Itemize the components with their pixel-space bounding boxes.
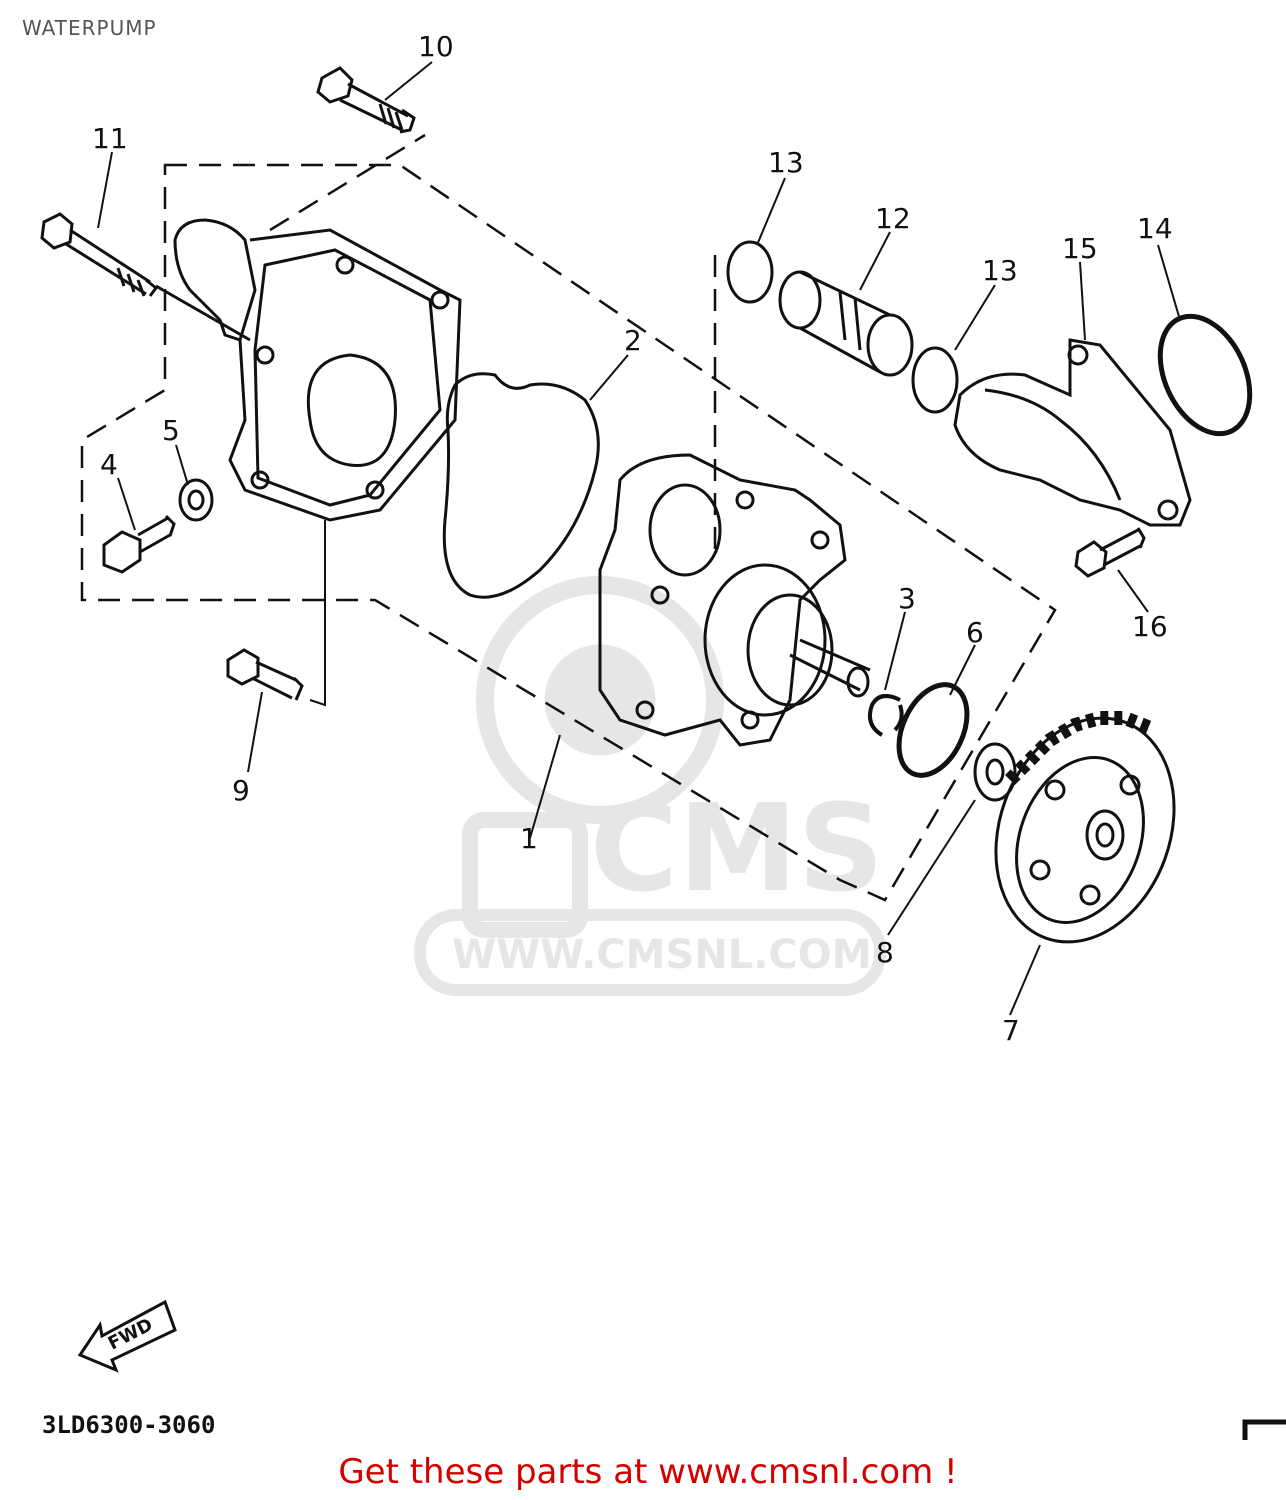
pump-cover	[173, 218, 462, 522]
o-ring-13b	[911, 346, 959, 414]
o-ring-6	[896, 682, 970, 778]
part-label-4: 4	[100, 448, 118, 481]
exploded-parts-diagram: CMS WWW.CMSNL.COM	[40, 30, 1286, 1440]
part-label-15: 15	[1062, 232, 1098, 265]
part-label-10: 10	[418, 30, 454, 63]
part-label-13b: 13	[982, 254, 1018, 287]
page-title: WATERPUMP	[22, 16, 157, 40]
circlip-3	[868, 694, 904, 737]
watermark-url: WWW.CMSNL.COM	[452, 932, 872, 978]
part-label-11: 11	[92, 122, 128, 155]
leader-lines	[97, 61, 1181, 1016]
part-labels: 10 11 13 12 13 15 14 2 5 4 3 16 6 9 1 8 …	[92, 30, 1173, 1047]
part-label-3: 3	[898, 582, 916, 615]
bolt-16	[1074, 527, 1146, 578]
bolt-11	[40, 212, 251, 342]
o-ring-14	[1157, 313, 1253, 437]
o-ring-13a	[726, 240, 774, 304]
assembly-outline	[80, 133, 1057, 902]
washer-8	[973, 742, 1017, 802]
part-label-12: 12	[875, 202, 911, 235]
bolt-10	[316, 66, 416, 134]
drawing-code: 3LD6300-3060	[42, 1411, 215, 1439]
gasket-2	[442, 372, 600, 599]
bolt-9	[226, 648, 304, 701]
watermark-logo: CMS	[590, 780, 884, 919]
corner-mark	[1242, 1419, 1286, 1440]
elbow-pipe-15	[953, 338, 1192, 527]
part-label-9: 9	[232, 774, 250, 807]
pump-housing-1	[598, 453, 871, 747]
pipe-12	[778, 270, 914, 377]
part-label-7: 7	[1002, 1014, 1020, 1047]
part-label-5: 5	[162, 414, 180, 447]
part-label-2: 2	[624, 324, 642, 357]
part-label-14: 14	[1137, 212, 1173, 245]
part-label-6: 6	[966, 616, 984, 649]
cta-text[interactable]: Get these parts at www.cmsnl.com !	[338, 1452, 958, 1492]
part-label-8: 8	[876, 936, 894, 969]
impeller-gear-7	[994, 711, 1176, 944]
parts-cta[interactable]: Get these parts at www.cmsnl.com !	[0, 1452, 1286, 1492]
part-label-13a: 13	[768, 146, 804, 179]
part-label-1: 1	[520, 822, 538, 855]
cms-watermark: CMS WWW.CMSNL.COM	[414, 576, 886, 996]
bolt-4	[102, 514, 176, 574]
fwd-arrow-icon: FWD	[77, 1299, 177, 1373]
washer-5	[178, 478, 214, 522]
part-label-16: 16	[1132, 610, 1168, 643]
